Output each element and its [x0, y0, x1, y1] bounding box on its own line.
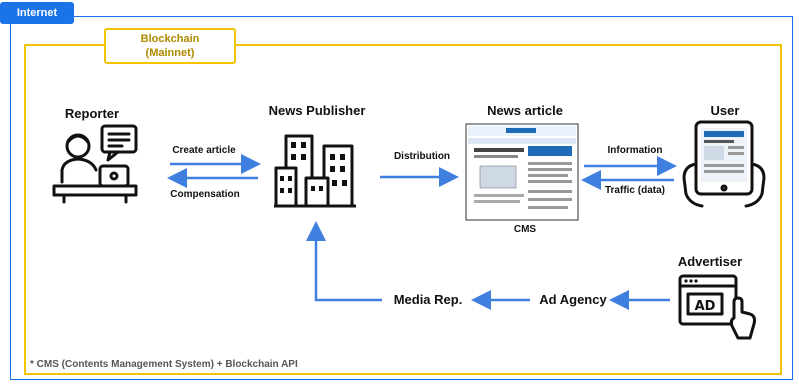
user-label: User: [710, 103, 740, 118]
user-tablet-icon: [682, 120, 766, 208]
traffic-label: Traffic (data): [604, 185, 665, 196]
internet-boundary: [10, 16, 793, 380]
news-publisher-label: News Publisher: [268, 103, 366, 118]
footnote: * CMS (Contents Management System) + Blo…: [30, 359, 298, 370]
advertiser-ad-icon: AD: [678, 274, 756, 340]
blockchain-label-line1: Blockchain: [140, 33, 200, 45]
compensation-label: Compensation: [170, 189, 240, 200]
news-article-thumbnail: [465, 123, 579, 221]
information-label: Information: [607, 145, 663, 156]
media-rep-label: Media Rep.: [393, 292, 463, 307]
distribution-label: Distribution: [393, 151, 451, 162]
internet-label: Internet: [0, 2, 74, 24]
media-rep-to-publisher-arrow: [306, 221, 382, 302]
blockchain-boundary: [24, 44, 782, 375]
advertiser-label: Advertiser: [677, 254, 743, 269]
buildings-icon: [274, 134, 356, 208]
ad-agency-label: Ad Agency: [539, 292, 607, 307]
news-article-label: News article: [487, 103, 563, 118]
blockchain-label-line2: (Mainnet): [145, 47, 195, 59]
svg-text:AD: AD: [695, 299, 716, 314]
create-article-label: Create article: [172, 145, 236, 156]
blockchain-label: Blockchain (Mainnet): [104, 28, 236, 64]
cms-label: CMS: [513, 224, 537, 235]
reporter-icon: [52, 124, 138, 204]
reporter-label: Reporter: [64, 106, 120, 121]
